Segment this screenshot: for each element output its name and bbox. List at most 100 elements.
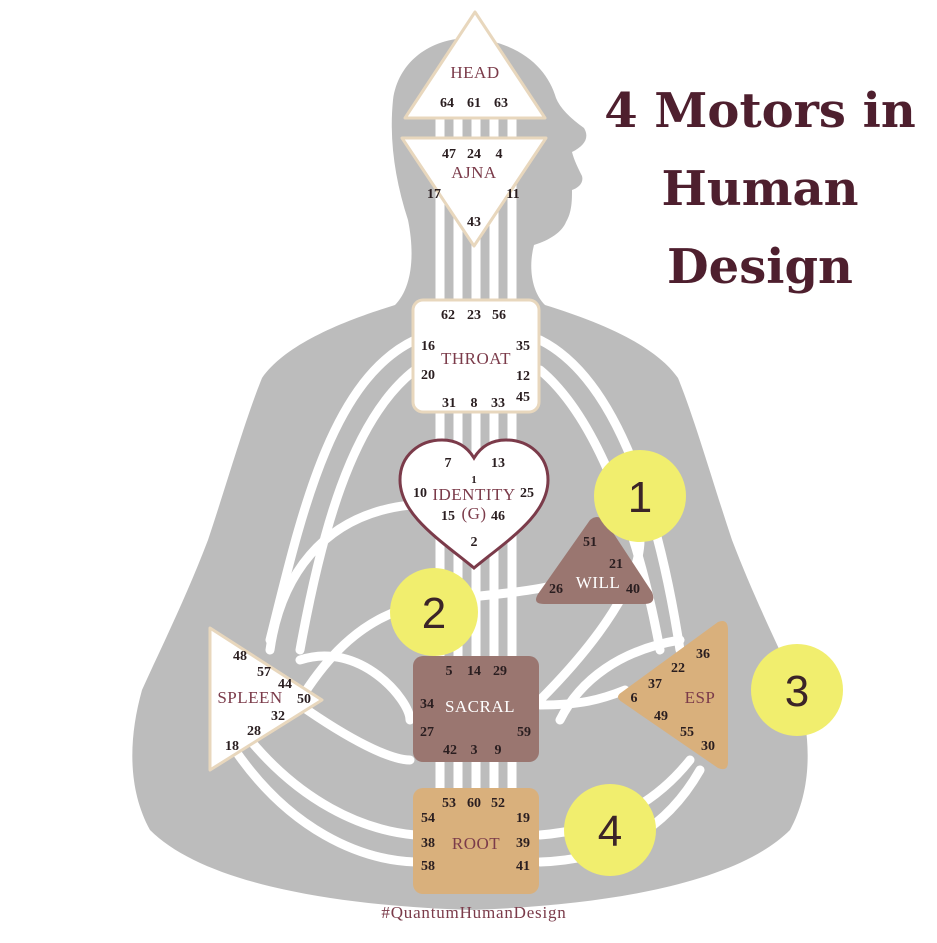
gate: 33 <box>491 396 505 411</box>
gate: 43 <box>467 215 481 230</box>
gate: 59 <box>517 725 531 740</box>
gate: 17 <box>427 187 441 202</box>
spleen-gates: 48 57 44 50 32 28 18 <box>225 649 311 754</box>
gate: 32 <box>271 709 285 724</box>
esp-center <box>618 621 728 770</box>
gate: 19 <box>516 811 530 826</box>
gate: 55 <box>680 725 694 740</box>
gate: 9 <box>495 743 502 758</box>
title-line-3: Design <box>667 239 853 295</box>
throat-label: THROAT <box>441 349 511 368</box>
watermark: #QuantumHumanDesign <box>381 903 566 922</box>
spleen-center <box>208 626 324 772</box>
will-label: WILL <box>576 573 620 592</box>
gate: 12 <box>516 369 530 384</box>
gate: 6 <box>631 691 638 706</box>
gate: 48 <box>233 649 247 664</box>
gate: 35 <box>516 339 530 354</box>
gate: 56 <box>492 308 506 323</box>
gate: 58 <box>421 859 435 874</box>
gate: 40 <box>626 582 640 597</box>
sacral-center <box>413 656 539 762</box>
head-label: HEAD <box>450 63 499 82</box>
motor-marker-1: 1 <box>594 450 686 542</box>
motor-marker-2: 2 <box>390 568 478 656</box>
gate: 30 <box>701 739 715 754</box>
gate: 25 <box>520 486 534 501</box>
title-line-2: Human <box>661 161 859 217</box>
spleen-label: SPLEEN <box>217 688 282 707</box>
gate: 31 <box>442 396 456 411</box>
head-center <box>403 10 547 120</box>
gate: 2 <box>471 535 478 550</box>
gate: 18 <box>225 739 239 754</box>
gate: 49 <box>654 709 668 724</box>
esp-gates: 36 22 37 6 49 55 30 <box>631 647 716 754</box>
title-line-1: 4 Motors in <box>604 83 916 139</box>
gate: 10 <box>413 486 427 501</box>
gate: 64 <box>440 96 454 111</box>
gate: 29 <box>493 664 507 679</box>
will-center <box>536 516 654 604</box>
gate: 53 <box>442 796 456 811</box>
gate: 47 <box>442 147 456 162</box>
gate: 23 <box>467 308 481 323</box>
gate: 61 <box>467 96 481 111</box>
gate: 20 <box>421 368 435 383</box>
gate: 54 <box>421 811 435 826</box>
ajna-gates: 47 24 4 17 11 43 <box>427 147 520 230</box>
gate: 11 <box>506 187 519 202</box>
gate: 42 <box>443 743 457 758</box>
gate: 60 <box>467 796 481 811</box>
root-label: ROOT <box>452 834 500 853</box>
gate: 7 <box>445 456 452 471</box>
identity-label: IDENTITY <box>432 485 515 504</box>
gate: 5 <box>446 664 453 679</box>
gate: 37 <box>648 677 662 692</box>
identity-center <box>398 438 550 570</box>
svg-text:1: 1 <box>628 473 652 522</box>
svg-text:2: 2 <box>422 589 446 638</box>
gate: 22 <box>671 661 685 676</box>
head-gates: 64 61 63 <box>440 96 508 111</box>
sacral-label: SACRAL <box>445 697 515 716</box>
gate: 63 <box>494 96 508 111</box>
gate: 15 <box>441 509 455 524</box>
gate: 24 <box>467 147 481 162</box>
gate: 26 <box>549 582 563 597</box>
esp-label: ESP <box>685 688 716 707</box>
gate: 41 <box>516 859 530 874</box>
root-gates: 53 60 52 54 19 38 39 58 41 <box>421 796 530 874</box>
motor-marker-4: 4 <box>564 784 656 876</box>
gate: 4 <box>496 147 503 162</box>
gate: 27 <box>420 725 434 740</box>
gate: 45 <box>516 390 530 405</box>
sacral-gates: 5 14 29 34 27 59 42 3 9 <box>420 664 531 758</box>
gate: 16 <box>421 339 435 354</box>
gate: 50 <box>297 692 311 707</box>
gate: 52 <box>491 796 505 811</box>
gate: 34 <box>420 697 434 712</box>
will-gates: 51 21 26 40 <box>549 535 640 597</box>
throat-gates: 62 23 56 16 35 20 12 45 31 8 33 <box>421 308 530 411</box>
ajna-center <box>400 136 548 248</box>
motor-marker-3: 3 <box>751 644 843 736</box>
gate: 1 <box>471 474 477 486</box>
ajna-label: AJNA <box>451 163 497 182</box>
gate: 51 <box>583 535 597 550</box>
svg-text:3: 3 <box>785 667 809 716</box>
gate: 46 <box>491 509 505 524</box>
identity-gates: 7 13 1 10 25 15 46 2 <box>413 456 534 550</box>
gate: 28 <box>247 724 261 739</box>
gate: 8 <box>471 396 478 411</box>
throat-center <box>411 298 541 414</box>
gate: 62 <box>441 308 455 323</box>
gate: 21 <box>609 557 623 572</box>
gate: 3 <box>471 743 478 758</box>
gate: 57 <box>257 665 271 680</box>
svg-text:4: 4 <box>598 807 622 856</box>
gate: 38 <box>421 836 435 851</box>
page-title: 4 Motors in Human Design <box>590 72 930 306</box>
